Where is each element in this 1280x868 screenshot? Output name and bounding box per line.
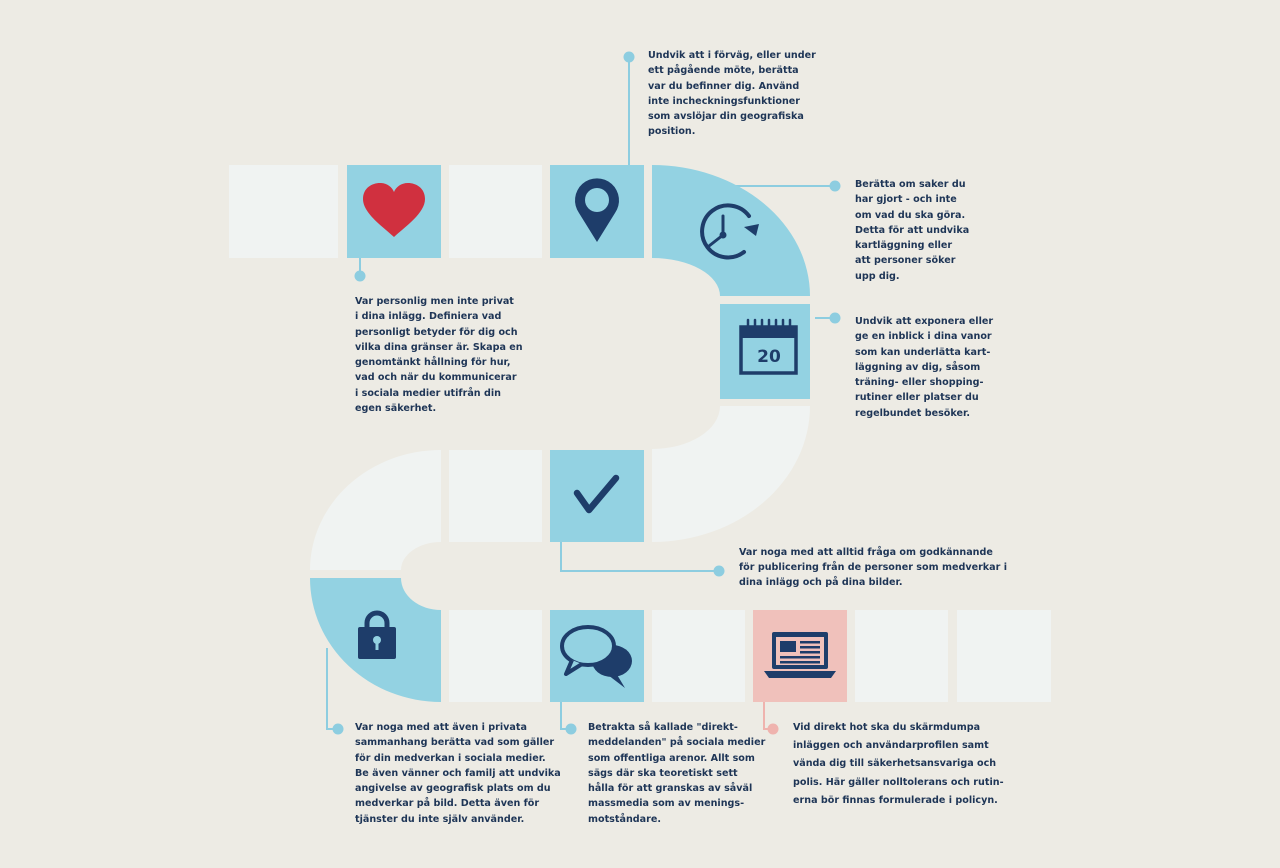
connector-check (560, 542, 719, 572)
note-clock: Berätta om saker du har gjort - och inte… (855, 179, 970, 282)
curve-tile (310, 450, 441, 570)
tile (449, 610, 542, 702)
curve-tile (652, 406, 810, 542)
tile (449, 165, 542, 258)
tile (449, 450, 542, 542)
checkmark-icon (573, 474, 620, 514)
tile (229, 165, 338, 258)
connectors (326, 57, 835, 730)
heart-icon (363, 183, 425, 237)
note-calendar: Undvik att exponera eller ge en inblick … (855, 316, 994, 419)
laptop-icon (764, 632, 836, 678)
tile (855, 610, 948, 702)
calendar-day: 20 (757, 347, 781, 367)
note-laptop: Vid direkt hot ska du skärmdumpa inlägge… (793, 722, 1004, 806)
curve-tile-clock (652, 165, 810, 296)
connector-lock (326, 648, 338, 730)
note-check: Var noga med att alltid fråga om godkänn… (739, 547, 1008, 588)
location-pin-icon (575, 178, 619, 242)
note-chat: Betrakta så kallade "direkt- meddelanden… (588, 722, 766, 825)
note-location: Undvik att i förväg, eller under ett påg… (648, 50, 816, 138)
chat-bubbles-icon (560, 625, 632, 688)
note-lock: Var noga med att även i privata sammanha… (355, 722, 561, 825)
calendar-icon (739, 318, 798, 375)
note-heart: Var personlig men inte privat i dina inl… (355, 296, 523, 415)
clock-icon (700, 203, 759, 260)
connector-dots (332, 51, 841, 735)
padlock-icon (358, 610, 396, 659)
tile (957, 610, 1051, 702)
tile (652, 610, 745, 702)
